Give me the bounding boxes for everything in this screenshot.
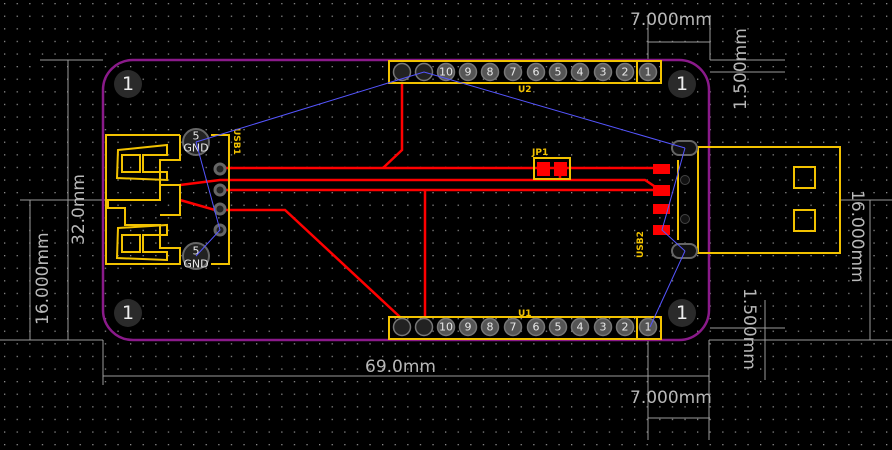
u2-pin-number: 6 [533, 66, 540, 79]
u2-pin-number: 4 [577, 66, 584, 79]
u1-pin-number: 7 [510, 321, 517, 334]
u1-pin-number: 5 [555, 321, 562, 334]
u1-pin[interactable] [458, 317, 478, 337]
mounting-hole[interactable] [668, 299, 696, 327]
u2-pin[interactable] [548, 62, 568, 82]
u1-pin[interactable] [593, 317, 613, 337]
u1-pin[interactable] [615, 317, 635, 337]
u1-pin-number: 9 [465, 321, 472, 334]
u2-pin[interactable] [638, 62, 658, 82]
u1-pin[interactable] [570, 317, 590, 337]
u1-pin-number: 4 [577, 321, 584, 334]
usb1-pad-bottom-num: 5 [193, 245, 200, 258]
u1-pin-number: 3 [600, 321, 607, 334]
u2-pin-number: 2 [622, 66, 629, 79]
u1-pin-number: 8 [487, 321, 494, 334]
u1-pin[interactable] [392, 317, 412, 337]
u1-label: U1 [518, 309, 532, 319]
u2-pin[interactable] [436, 62, 456, 82]
dimension-lines [0, 15, 892, 440]
usb1-pad-top-num: 5 [193, 130, 200, 143]
mounting-hole-number: 1 [122, 73, 134, 95]
u2-pin[interactable] [593, 62, 613, 82]
jp1-jumper[interactable]: JP1 [531, 148, 571, 180]
u2-pin-number: 1 [645, 66, 652, 79]
usb2-label: USB2 [636, 231, 646, 258]
u2-pin[interactable] [570, 62, 590, 82]
u2-pin-number: 9 [465, 66, 472, 79]
usb1-connector[interactable]: 5 GND 5 GND USB1 [105, 128, 241, 271]
u1-pin-number: 1 [645, 321, 652, 334]
u2-pin-number: 10 [439, 66, 453, 79]
mounting-hole[interactable] [114, 70, 142, 98]
u1-pin[interactable] [503, 317, 523, 337]
mounting-hole-number: 1 [122, 302, 134, 324]
mounting-hole[interactable] [114, 299, 142, 327]
dim-top-offset: 7.000mm [630, 10, 712, 30]
dim-board-width: 69.0mm [365, 357, 436, 377]
u2-pin-number: 7 [510, 66, 517, 79]
u1-pin[interactable] [480, 317, 500, 337]
dim-left-width: 16.000mm [33, 232, 53, 325]
u2-pin-number: 5 [555, 66, 562, 79]
u1-pin[interactable] [436, 317, 456, 337]
u2-pin[interactable] [615, 62, 635, 82]
mounting-hole-number: 1 [676, 302, 688, 324]
jp1-label: JP1 [531, 148, 548, 158]
usb1-pad-top-net: GND [183, 142, 208, 155]
u1-pin-number: 10 [439, 321, 453, 334]
u1-pin[interactable] [414, 317, 434, 337]
dim-bottom-gap: 1.500mm [739, 288, 759, 370]
dim-board-height: 32.0mm [69, 174, 89, 245]
mounting-hole-number: 1 [676, 73, 688, 95]
usb1-pad-bottom-net: GND [183, 258, 208, 271]
ratsnest-lines [195, 71, 686, 328]
u2-pin[interactable] [480, 62, 500, 82]
u1-header[interactable]: 10 9 8 7 6 5 4 3 2 1 U1 [388, 309, 662, 340]
u2-pin[interactable] [458, 62, 478, 82]
u2-pin-number: 8 [487, 66, 494, 79]
u1-pin-number: 2 [622, 321, 629, 334]
u2-label: U2 [518, 85, 532, 95]
u2-pin[interactable] [503, 62, 523, 82]
mounting-hole[interactable] [668, 70, 696, 98]
u2-pin[interactable] [526, 62, 546, 82]
u1-pin-number: 6 [533, 321, 540, 334]
dim-right-width: 16.000mm [847, 190, 867, 283]
dim-top-gap: 1.500mm [731, 28, 751, 110]
dim-bottom-offset: 7.000mm [630, 388, 712, 408]
u2-pin-number: 3 [600, 66, 607, 79]
u1-pin[interactable] [548, 317, 568, 337]
u2-pin[interactable] [392, 62, 412, 82]
u2-header[interactable]: 10 9 8 7 6 5 4 3 2 1 U2 [388, 60, 662, 95]
u1-pin[interactable] [526, 317, 546, 337]
usb1-label: USB1 [231, 128, 241, 155]
